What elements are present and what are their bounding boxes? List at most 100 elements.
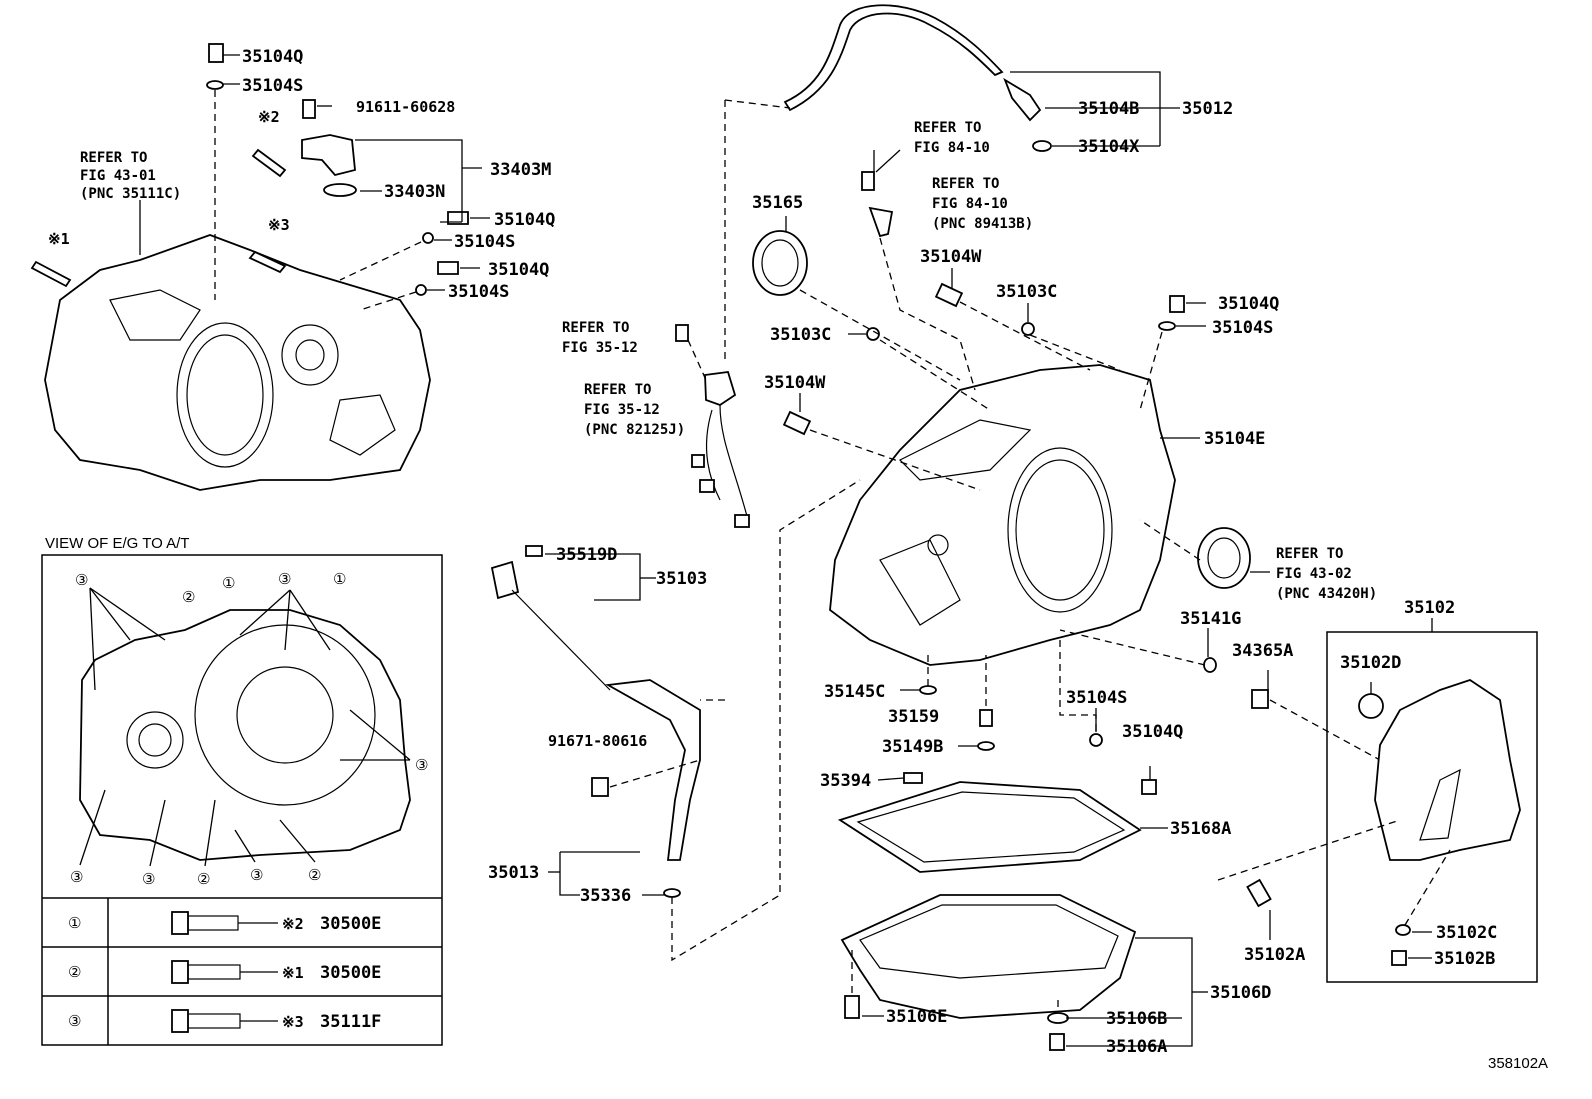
svg-text:①: ① <box>333 570 346 588</box>
wire-harness-drawing <box>675 324 750 528</box>
note-mark-2: ※2 <box>258 108 280 126</box>
bolt-table-part-3: 35111F <box>320 1012 381 1032</box>
label-35104B: 35104B <box>1078 99 1139 119</box>
label-35104W-b: 35104W <box>764 373 826 393</box>
label-35104Q-d: 35104Q <box>1218 294 1279 314</box>
refer-35-12-b-line1: REFER TO <box>584 382 651 398</box>
label-35013: 35013 <box>488 863 539 883</box>
label-35106D: 35106D <box>1210 983 1271 1003</box>
refer-84-10-b-line3: (PNC 89413B) <box>932 216 1033 232</box>
label-33403M: 33403M <box>490 160 551 180</box>
refer-notes: REFER TO FIG 43-01 (PNC 35111C) REFER TO… <box>80 120 1377 602</box>
label-35102D: 35102D <box>1340 653 1401 673</box>
svg-text:③: ③ <box>75 571 88 589</box>
label-35149B: 35149B <box>882 737 943 757</box>
refer-84-10-a-line2: FIG 84-10 <box>914 140 990 156</box>
label-34365A: 34365A <box>1232 641 1293 661</box>
label-35103C-b: 35103C <box>770 325 831 345</box>
case-small-parts <box>752 171 1269 795</box>
view-title: VIEW OF E/G TO A/T <box>45 535 189 552</box>
svg-text:②: ② <box>197 870 210 888</box>
svg-text:③: ③ <box>278 570 291 588</box>
label-35104Q-e: 35104Q <box>1122 722 1183 742</box>
label-35106A: 35106A <box>1106 1037 1167 1057</box>
note-marks: ※2 ※3 ※1 <box>48 108 290 248</box>
label-35102A: 35102A <box>1244 945 1305 965</box>
bolt-table-part-2: 30500E <box>320 963 381 983</box>
label-35104W-a: 35104W <box>920 247 982 267</box>
label-35104Q-a: 35104Q <box>242 47 303 67</box>
view-box <box>41 554 443 1046</box>
refer-84-10-b-line2: FIG 84-10 <box>932 196 1008 212</box>
bolt-table-mark-3: ※3 <box>282 1013 304 1031</box>
svg-text:③: ③ <box>250 866 263 884</box>
label-35106B: 35106B <box>1106 1009 1167 1029</box>
view-callouts: ③ ① ③ ① ② ③ ③ ③ ② ③ ② <box>70 570 428 888</box>
extension-housing-drawing <box>1358 679 1521 966</box>
label-35102B: 35102B <box>1434 949 1495 969</box>
label-35145C: 35145C <box>824 682 885 702</box>
label-35104Q-c: 35104Q <box>488 260 549 280</box>
refer-43-01-line2: FIG 43-01 <box>80 168 156 184</box>
label-35336: 35336 <box>580 886 631 906</box>
label-35165: 35165 <box>752 193 803 213</box>
label-33403N: 33403N <box>384 182 445 202</box>
note-mark-3: ※3 <box>268 216 290 234</box>
dipstick-drawing <box>490 545 701 898</box>
label-35012: 35012 <box>1182 99 1233 119</box>
label-35106E: 35106E <box>886 1007 947 1027</box>
bolt-table-mark-2: ※1 <box>282 964 304 982</box>
label-35141G: 35141G <box>1180 609 1241 629</box>
refer-84-10-b-line1: REFER TO <box>932 176 999 192</box>
bolt-table-part-1: 30500E <box>320 914 381 934</box>
label-35394: 35394 <box>820 771 871 791</box>
figure-id: 358102A <box>1488 1055 1548 1072</box>
refer-35-12-b-line2: FIG 35-12 <box>584 402 660 418</box>
svg-text:②: ② <box>308 866 321 884</box>
note-mark-1: ※1 <box>48 230 70 248</box>
refer-35-12-a-line2: FIG 35-12 <box>562 340 638 356</box>
label-35104E: 35104E <box>1204 429 1265 449</box>
bolt-table-key-2: ② <box>68 963 81 981</box>
label-35104X: 35104X <box>1078 137 1140 157</box>
label-91611-60628: 91611-60628 <box>356 98 455 116</box>
label-35104S-e: 35104S <box>1066 688 1127 708</box>
svg-text:②: ② <box>182 588 195 606</box>
refer-35-12-a-line1: REFER TO <box>562 320 629 336</box>
refer-43-01-line1: REFER TO <box>80 150 147 166</box>
label-35519D: 35519D <box>556 545 617 565</box>
svg-text:③: ③ <box>70 868 83 886</box>
refer-43-02-line1: REFER TO <box>1276 546 1343 562</box>
label-35103C-a: 35103C <box>996 282 1057 302</box>
refer-84-10-a-line1: REFER TO <box>914 120 981 136</box>
refer-35-12-b-line3: (PNC 82125J) <box>584 422 685 438</box>
view-housing-drawing <box>79 609 411 861</box>
label-35102: 35102 <box>1404 598 1455 618</box>
bolt-table: ① ② ③ ※2 30500E ※1 30500E ※3 35111F <box>68 911 381 1033</box>
label-35159: 35159 <box>888 707 939 727</box>
svg-text:③: ③ <box>142 870 155 888</box>
bolt-table-key-3: ③ <box>68 1012 81 1030</box>
part-number-labels: 35104Q 35104S 91611-60628 33403M 33403N … <box>242 47 1497 1057</box>
label-35104S-c: 35104S <box>448 282 509 302</box>
label-35104S-a: 35104S <box>242 76 303 96</box>
label-35104S-d: 35104S <box>1212 318 1273 338</box>
refer-43-02-line2: FIG 43-02 <box>1276 566 1352 582</box>
leaders-topleft <box>139 54 490 311</box>
refer-43-02-line3: (PNC 43420H) <box>1276 586 1377 602</box>
transmission-case-drawing <box>829 364 1176 666</box>
transaxle-housing-drawing <box>44 234 431 491</box>
label-35104S-b: 35104S <box>454 232 515 252</box>
label-35104Q-b: 35104Q <box>494 210 555 230</box>
small-fasteners-topleft <box>30 43 469 296</box>
refer-43-01-line3: (PNC 35111C) <box>80 186 181 202</box>
oil-pan-gasket-drawing <box>837 772 1142 873</box>
label-35102C: 35102C <box>1436 923 1497 943</box>
label-35103: 35103 <box>656 569 707 589</box>
leaders-case <box>785 149 1381 780</box>
bolt-table-key-1: ① <box>68 914 81 932</box>
bolt-table-mark-1: ※2 <box>282 915 304 933</box>
svg-text:③: ③ <box>415 756 428 774</box>
breather-hose-drawing <box>783 4 1052 152</box>
